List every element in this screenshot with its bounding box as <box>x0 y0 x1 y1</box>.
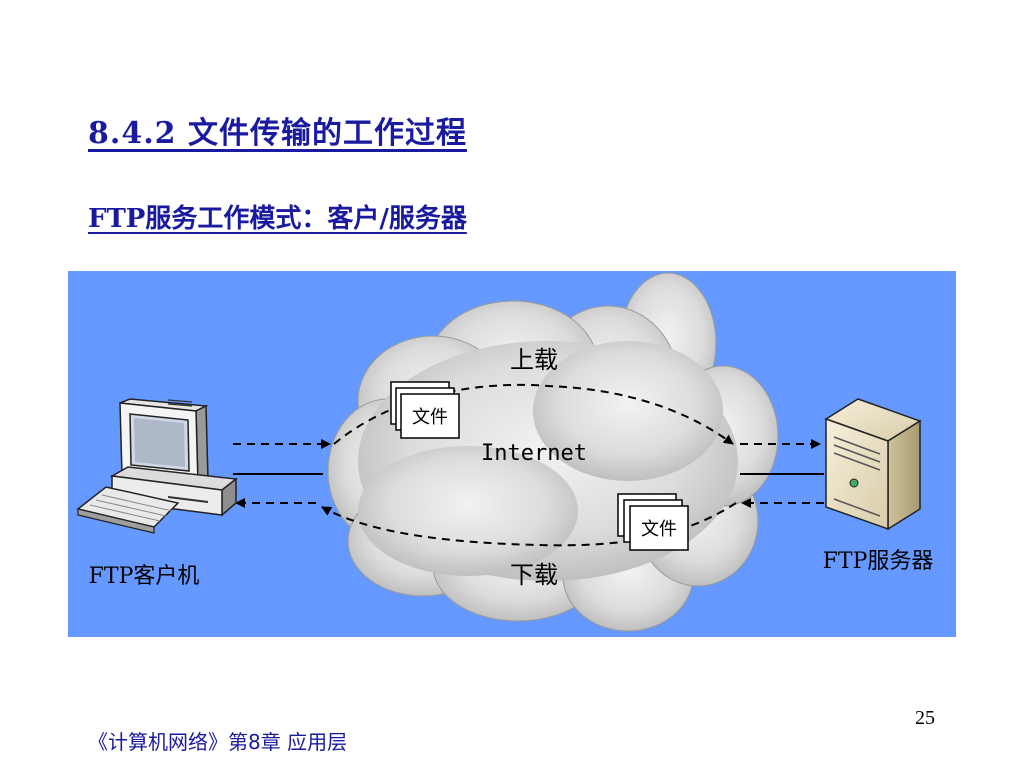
page-title: 8.4.2 文件传输的工作过程 <box>88 116 467 151</box>
download-file-icon: 文件 <box>617 493 689 551</box>
server-icon <box>824 398 922 531</box>
download-label: 下载 <box>510 561 558 589</box>
page-number: 25 <box>915 707 935 729</box>
upload-file-label: 文件 <box>412 407 448 428</box>
page-subtitle: FTP服务工作模式：客户/服务器 <box>88 204 467 234</box>
client-computer-icon <box>76 398 238 534</box>
server-label: FTP服务器 <box>823 549 934 574</box>
download-file-label: 文件 <box>641 519 677 540</box>
ftp-diagram: 文件 文件 上载 下载 Internet <box>68 271 956 637</box>
upload-label: 上载 <box>510 346 558 374</box>
internet-label: Internet <box>481 441 587 466</box>
client-label: FTP客户机 <box>89 564 200 589</box>
upload-file-icon: 文件 <box>390 381 460 439</box>
footer-text: 《计算机网络》第8章 应用层 <box>88 730 348 754</box>
